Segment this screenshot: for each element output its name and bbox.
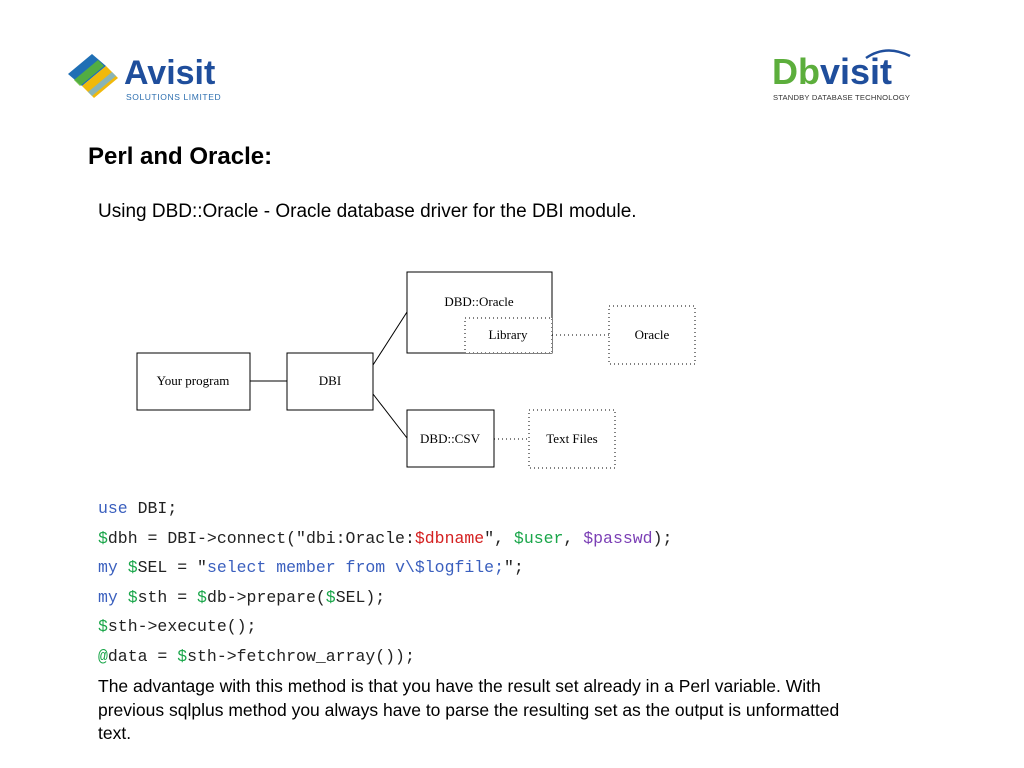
code-text: ",: [484, 528, 514, 548]
dbd-oracle-box: [406, 271, 553, 354]
code-text: DBI;: [127, 499, 178, 518]
code-keyword: my: [98, 587, 118, 607]
code-sigil: $: [98, 528, 108, 548]
avisit-logo-tagline: SOLUTIONS LIMITED: [126, 92, 221, 102]
library-label: Library: [489, 327, 528, 342]
code-sigil: @: [98, 646, 108, 666]
oracle-box: [608, 305, 696, 365]
svg-text:Dbvisit: Dbvisit: [772, 51, 892, 92]
code-sigil: $: [177, 646, 188, 666]
dbd-oracle-label: DBD::Oracle: [444, 294, 514, 309]
code-text: [118, 588, 128, 607]
code-text: dbh = DBI->connect("dbi:Oracle:: [107, 528, 415, 548]
code-sigil: $: [197, 587, 207, 607]
connector-dbi-csv: [372, 393, 408, 439]
dbi-label: DBI: [319, 373, 341, 388]
code-text: [118, 558, 128, 577]
code-variable: dbname: [424, 528, 485, 548]
code-text: );: [652, 528, 673, 548]
avisit-logo: Avisit SOLUTIONS LIMITED: [68, 54, 221, 102]
code-line-5: $sth->execute();: [98, 612, 672, 642]
code-text: data =: [107, 646, 178, 666]
dbvisit-logo-tagline: STANDBY DATABASE TECHNOLOGY: [773, 93, 910, 102]
code-text: SEL = ": [137, 558, 207, 578]
code-line-1: use DBI;: [98, 494, 672, 524]
code-text: sth->fetchrow_array());: [187, 646, 415, 666]
dbvisit-logo-visit: visit: [820, 51, 892, 92]
code-line-4: my $sth = $db->prepare($SEL);: [98, 583, 672, 613]
avisit-logo-name: Avisit: [124, 54, 215, 92]
code-sigil: $: [513, 528, 524, 548]
connector-dbi-oracle: [372, 311, 408, 366]
code-string: select member from v\$logfile;: [206, 558, 504, 578]
dbvisit-logo: Dbvisit STANDBY DATABASE TECHNOLOGY: [772, 49, 911, 102]
code-variable: passwd: [593, 528, 653, 548]
code-text: db->prepare(: [206, 587, 326, 607]
text-files-box: [528, 409, 616, 469]
code-text: SEL);: [335, 587, 386, 607]
code-text: ";: [504, 558, 524, 578]
text-files-label: Text Files: [546, 431, 597, 446]
code-sigil: $: [414, 528, 425, 548]
code-line-3: my $SEL = "select member from v\$logfile…: [98, 553, 672, 583]
code-variable: user: [523, 528, 564, 548]
page-title: Perl and Oracle:: [88, 143, 273, 170]
code-text: sth->execute();: [107, 617, 257, 637]
code-text: sth =: [137, 587, 198, 607]
code-sigil: $: [325, 587, 336, 607]
code-sigil: $: [98, 617, 108, 637]
avisit-emblem-icon: [68, 54, 118, 98]
outro-text: The advantage with this method is that y…: [98, 676, 840, 743]
code-text: ,: [563, 528, 584, 548]
code-sigil: $: [127, 587, 138, 607]
dbd-csv-box: [406, 409, 495, 468]
dbvisit-swoosh-icon: [865, 49, 911, 60]
your-program-label: Your program: [157, 373, 230, 388]
oracle-label: Oracle: [635, 327, 670, 342]
code-line-2: $dbh = DBI->connect("dbi:Oracle:$dbname"…: [98, 524, 672, 554]
intro-text: Using DBD::Oracle - Oracle database driv…: [98, 201, 637, 222]
dbi-box: [286, 352, 374, 411]
dbvisit-logo-db: Db: [772, 51, 820, 92]
code-block: use DBI;$dbh = DBI->connect("dbi:Oracle:…: [98, 494, 672, 672]
code-line-6: @data = $sth->fetchrow_array());: [98, 642, 672, 672]
code-sigil: $: [583, 528, 594, 548]
code-keyword: use: [98, 499, 128, 518]
dbd-csv-label: DBD::CSV: [420, 431, 481, 446]
your-program-box: [136, 352, 251, 411]
code-keyword: my: [98, 558, 118, 578]
library-box: [464, 317, 553, 354]
code-sigil: $: [127, 558, 138, 578]
